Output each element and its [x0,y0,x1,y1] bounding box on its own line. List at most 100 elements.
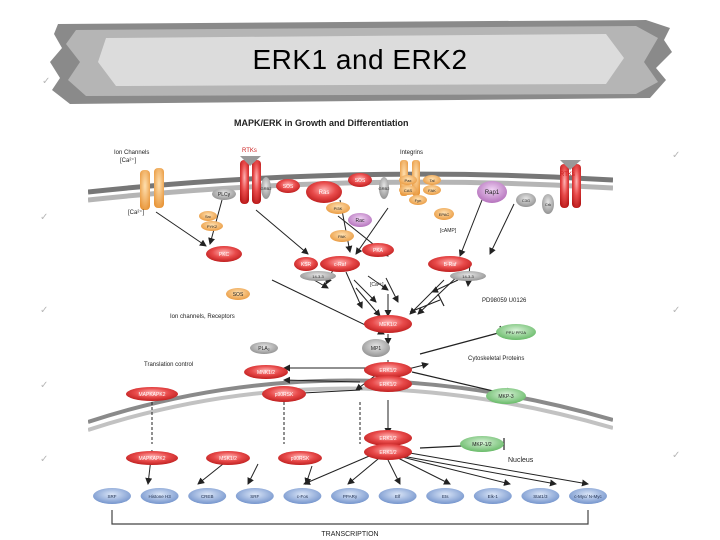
tf-node: c-Myc/ N-Myc [569,488,607,504]
svg-text:B-Raf: B-Raf [444,262,457,268]
slide-right-border [662,0,720,540]
svg-text:ERK1/2: ERK1/2 [379,436,396,442]
tf-node: c-Fos [283,488,322,504]
node-b-raf: B-Raf [428,256,472,272]
transcription-label: TRANSCRIPTION [321,531,378,538]
tf-label: c-Myc/ N-Myc [574,494,602,499]
node-src: Src [199,211,217,221]
node-pka: PKA [362,243,394,257]
tf-label: SRF [250,494,259,499]
node-rap1: Rap1 [477,181,507,203]
border-ornament: ✓ [40,380,49,391]
svg-text:Tal: Tal [429,178,434,183]
nuclear-membrane [88,378,613,432]
svg-text:ERK1/2: ERK1/2 [379,382,396,388]
node-14-3-3-b: 14-3-3 [450,271,486,281]
svg-text:Ras: Ras [319,190,330,196]
node-pp1-pp2a: PP1/ PP2A [496,324,536,340]
svg-text:Rac: Rac [356,218,365,224]
inhibitor-label: PD98059 U0126 [482,298,527,304]
svg-text:MAPKAPK2: MAPKAPK2 [139,456,166,462]
svg-text:PP1/ PP2A: PP1/ PP2A [506,330,526,335]
svg-text:EPAC: EPAC [439,212,450,217]
tf-label: c-Fos [297,494,309,499]
slide-title: ERK1 and ERK2 [252,44,468,75]
node-ksr: KSR [294,257,318,271]
node-mp1: MP1 [362,339,390,357]
node-pak: PAK [330,230,354,242]
tf-label: Ets [442,494,449,499]
node-pi3k: PI3K [326,202,350,214]
dashed-translocation-arrows [151,402,389,444]
svg-text:MSK1/2: MSK1/2 [219,456,237,462]
svg-text:SOS: SOS [233,292,244,298]
tf-label: Elk-1 [488,494,499,499]
title-brush-band [50,20,672,104]
node-p90rsk-b: p90RSK [278,451,322,465]
tf-label: CREB [201,494,214,499]
rtk-left-receptor [240,156,261,204]
integrins-label: Integrins [400,150,423,156]
rtk-right-label: RTKs [560,172,575,178]
node-fak: FAK [423,185,441,195]
node-pax: Pax [399,175,417,185]
svg-text:Fyn: Fyn [415,198,422,203]
node-mnk: MNK1/2 [244,365,288,379]
node-tal: Tal [423,175,441,185]
svg-text:c-Raf: c-Raf [334,262,347,268]
node-erk-a: ERK1/2 [364,362,412,378]
node-mapkapk2-b: MAPKAPK2 [126,451,178,465]
node-msk: MSK1/2 [206,451,250,465]
cytoskeletal-proteins-label: Cytoskeletal Proteins [468,356,524,362]
svg-text:Pax: Pax [405,178,412,183]
pathway-arrows [145,199,589,487]
svg-text:Rap1: Rap1 [485,190,500,196]
tf-node: Ets [426,488,465,504]
node-c-raf: c-Raf [320,256,360,272]
node-cas: CAS [399,185,417,195]
slide-left-border [0,0,58,540]
translation-control-label: Translation control [144,362,193,368]
svg-text:14-3-3: 14-3-3 [462,274,474,279]
rtk-right-receptor [560,160,581,208]
node-erk-b: ERK1/2 [364,376,412,392]
svg-text:FAK: FAK [428,188,436,193]
pathway-nodes: Ras Rap1 SOS SOS GRB2 GRB2 PLCγ Pax Tal … [126,173,554,465]
node-14-3-3-a: 14-3-3 [300,271,336,281]
node-erk-c: ERK1/2 [364,430,412,446]
border-ornament: ✓ [672,305,681,316]
tf-node: PPARγ [331,488,369,504]
svg-text:ERK1/2: ERK1/2 [379,368,396,374]
svg-text:MEK1/2: MEK1/2 [379,322,397,328]
tf-node: Elf [378,488,417,504]
tf-node: Stat1/3 [521,488,560,504]
ion-channel [140,168,164,210]
svg-text:14-3-3: 14-3-3 [312,274,324,279]
svg-text:MNK1/2: MNK1/2 [257,370,275,376]
node-sos-c: SOS [226,288,250,300]
node-grb2-a: GRB2 [261,177,272,199]
svg-text:PLA₂: PLA₂ [258,346,269,352]
svg-text:GRB2: GRB2 [379,186,391,191]
pathway-figure: MAPK/ERK in Growth and Differentiation I… [88,104,613,540]
tf-label: Histone H3 [148,494,171,499]
svg-text:PKA: PKA [373,248,384,254]
svg-text:PLCγ: PLCγ [218,192,231,198]
border-ornament: ✓ [40,305,49,316]
tf-node: CREB [188,488,227,504]
svg-text:ERK1/2: ERK1/2 [379,450,396,456]
tf-label: PPARγ [343,494,358,499]
node-mkp-1-2: MKP-1/2 [460,436,504,452]
node-crk: Crk [542,194,554,214]
tf-label: Elf [395,494,401,499]
node-grb2-b: GRB2 [379,177,391,199]
svg-text:MAPKAPK2: MAPKAPK2 [139,392,166,398]
node-fyn: Fyn [409,195,427,205]
border-ornament: ✓ [672,150,681,161]
svg-text:PYK2: PYK2 [207,224,218,229]
inhibitor-bars [409,293,509,450]
node-plcg: PLCγ [212,188,236,200]
node-rac: Rac [348,213,372,227]
tf-node: SRF [235,488,274,504]
